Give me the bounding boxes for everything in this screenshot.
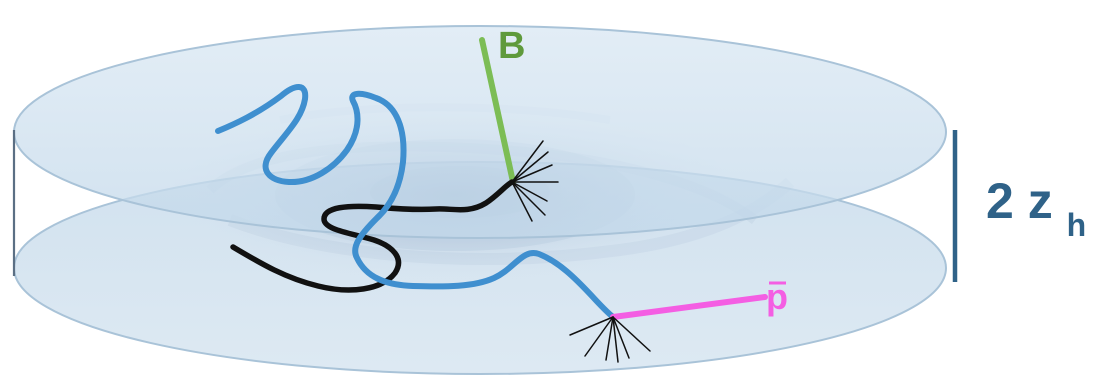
halo-height-main: 2 z [986,173,1053,229]
magnetic-field-label: B [498,25,525,67]
halo-height-subscript: h [1067,207,1087,243]
halo-height-label: 2 z h [986,173,1086,243]
